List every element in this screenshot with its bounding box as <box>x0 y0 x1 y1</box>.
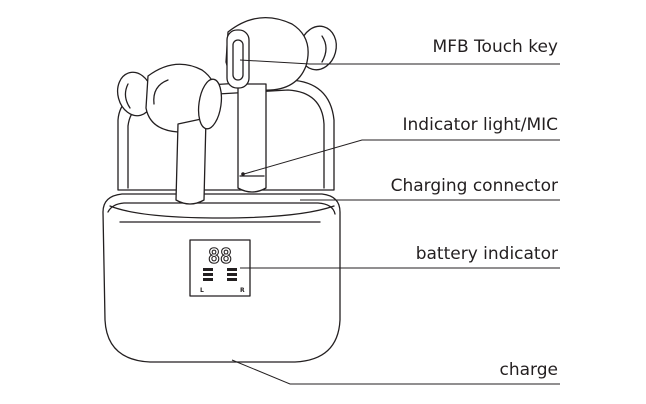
right-bud-label: R <box>240 287 245 294</box>
label-mfb-touch-key: MFB Touch key <box>433 37 558 57</box>
label-charge: charge <box>500 360 558 380</box>
battery-display: 88 L R <box>189 239 251 297</box>
leader-indicator <box>243 139 560 175</box>
mfb-touch-key <box>226 29 250 89</box>
leader-charge <box>231 359 560 385</box>
display-digits: 88 <box>208 244 232 268</box>
right-earbud <box>225 17 337 193</box>
label-charging-connector: Charging connector <box>391 176 558 196</box>
leader-lines <box>231 59 560 385</box>
indicator-light-dot <box>241 172 245 176</box>
leader-mfb <box>239 59 560 65</box>
callout-labels: MFB Touch key Indicator light/MIC Chargi… <box>391 37 558 380</box>
label-indicator-light-mic: Indicator light/MIC <box>403 115 558 135</box>
left-bud-label: L <box>200 287 204 294</box>
label-battery-indicator: battery indicator <box>416 244 558 264</box>
left-earbud <box>116 63 223 205</box>
